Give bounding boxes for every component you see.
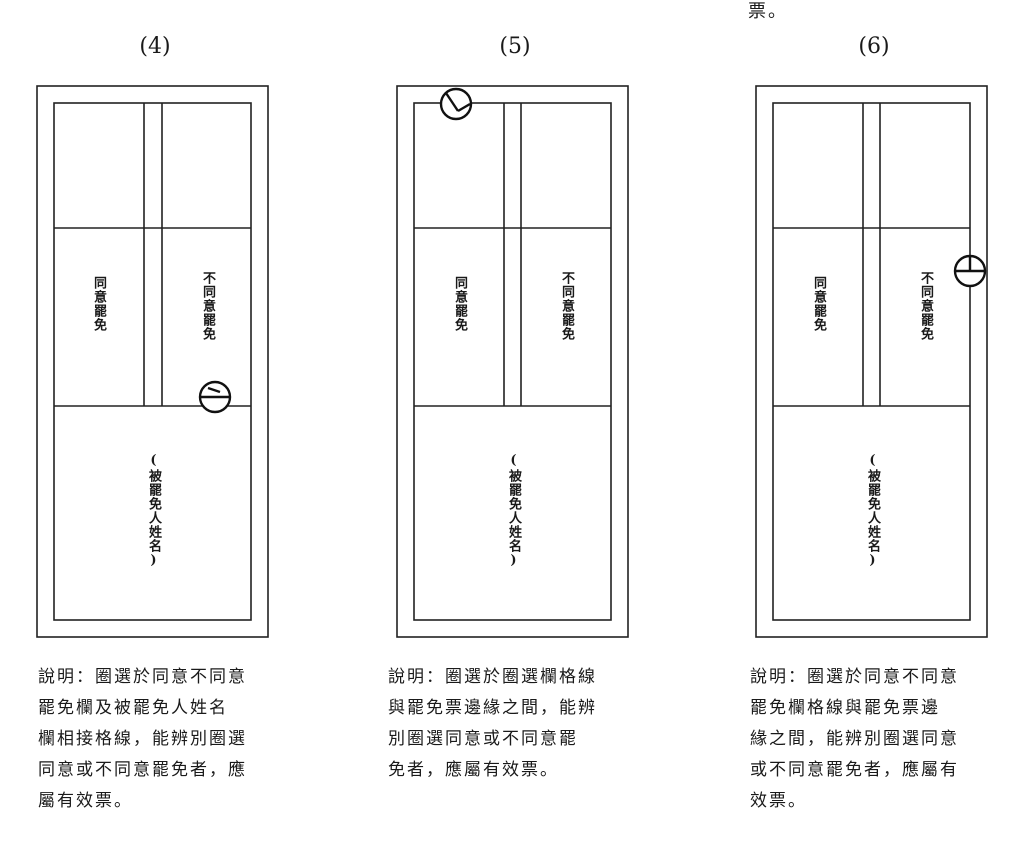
panel-label: (6) (858, 34, 890, 59)
ballot-inner (413, 102, 612, 621)
ballot-inner (772, 102, 971, 621)
ballot-outer (36, 85, 269, 638)
disagree-label: 不同意罷免 (200, 271, 215, 341)
stamp-mark (198, 380, 232, 414)
explanation-note: 說明：圈選於圈選欄格線 與罷免票邊緣之間，能辨 別圈選同意或不同意罷 免者，應屬… (388, 667, 597, 780)
stamp-mark (439, 87, 473, 121)
ballot-4 (36, 85, 269, 638)
agree-label: 同意罷免 (91, 276, 106, 332)
ballot-5 (396, 85, 629, 638)
stamp-mark (953, 254, 987, 288)
ballot-6 (755, 85, 988, 638)
explanation-note: 說明：圈選於同意不同意 罷免欄格線與罷免票邊 緣之間，能辨別圈選同意 或不同意罷… (750, 667, 959, 811)
candidate-name-label: (被罷免人姓名) (146, 453, 161, 569)
agree-label: 同意罷免 (811, 276, 826, 332)
candidate-name-label: (被罷免人姓名) (506, 453, 521, 569)
candidate-name-label: (被罷免人姓名) (865, 453, 880, 569)
disagree-label: 不同意罷免 (918, 271, 933, 341)
panel-label: (5) (499, 34, 531, 59)
panel-label: (4) (139, 34, 171, 59)
ballot-outer (396, 85, 629, 638)
disagree-label: 不同意罷免 (559, 271, 574, 341)
explanation-note: 說明：圈選於同意不同意 罷免欄及被罷免人姓名 欄相接格線，能辨別圈選 同意或不同… (38, 667, 247, 811)
agree-label: 同意罷免 (452, 276, 467, 332)
ballot-outer (755, 85, 988, 638)
ballot-inner (53, 102, 252, 621)
top-fragment: 票。 (748, 1, 788, 22)
